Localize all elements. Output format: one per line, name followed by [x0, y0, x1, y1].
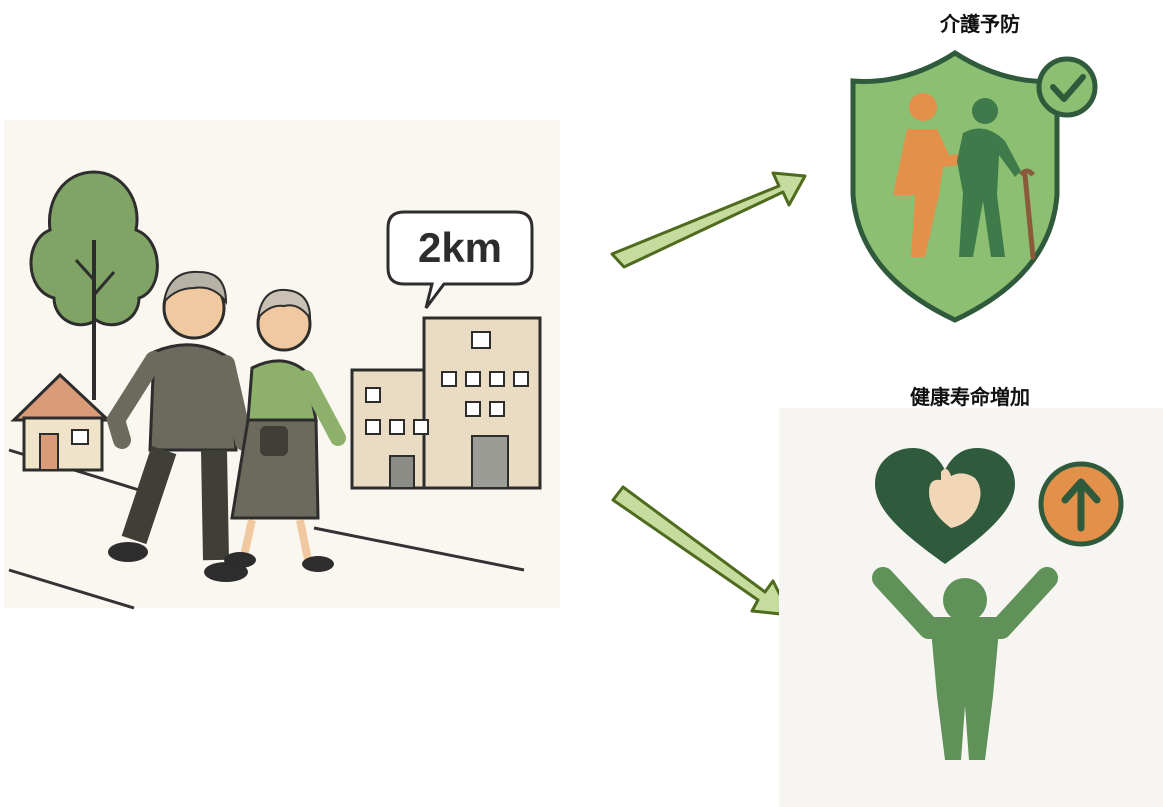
label-care-prevention: 介護予防: [940, 12, 1020, 36]
shield-care-icon: [850, 50, 1098, 323]
elderly-man-figure: [106, 270, 253, 582]
longevity-svg: [872, 448, 1124, 760]
arrow-down-right-icon: [611, 485, 792, 617]
sidewalk-line: [313, 526, 525, 572]
walking-seniors-illustration: 2km: [4, 120, 560, 610]
distance-label: 2km: [418, 224, 502, 271]
tree-icon: [29, 170, 159, 400]
person-raised-arms-icon: [872, 567, 1058, 760]
elderly-woman-figure: [224, 288, 346, 572]
label-healthy-life-expectancy: 健康寿命増加: [910, 385, 1030, 409]
buildings-icon: [350, 316, 542, 490]
up-arrow-circle-icon: [1038, 461, 1124, 547]
healthy-longevity-illustration: [779, 408, 1163, 807]
distance-speech-bubble: 2km: [386, 210, 534, 309]
heart-icon: [875, 448, 1015, 564]
house-icon: [10, 372, 112, 472]
walking-scene-svg: 2km: [8, 170, 542, 610]
arrow-up-right-icon: [610, 171, 807, 269]
sidewalk-line: [8, 568, 135, 610]
